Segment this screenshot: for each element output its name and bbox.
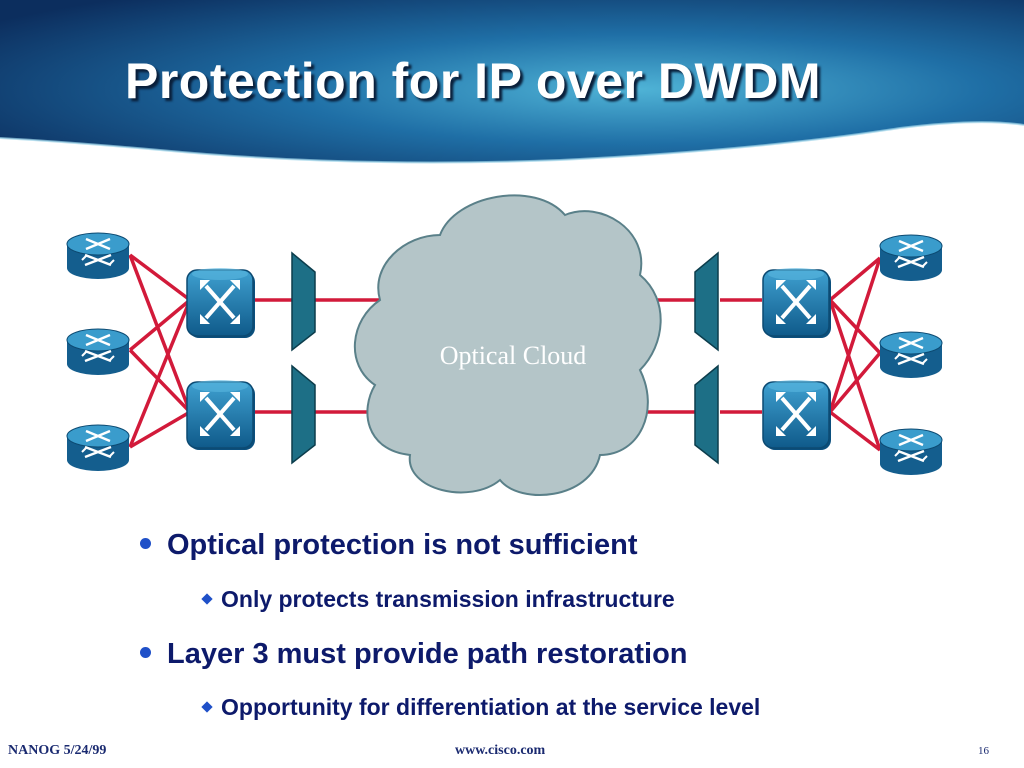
router-icon xyxy=(65,231,131,281)
optical-mux-icon xyxy=(291,251,316,352)
footer-event: NANOG 5/24/99 xyxy=(8,743,107,758)
router-icon xyxy=(878,233,944,283)
router-icon xyxy=(65,327,131,377)
cloud-label: Optical Cloud xyxy=(440,341,587,370)
switch-icon xyxy=(761,266,833,340)
bullet-dot-icon xyxy=(140,537,151,549)
sub-bullet-text: Opportunity for differentiation at the s… xyxy=(221,694,761,720)
bullet-dot-icon xyxy=(140,646,151,658)
optical-mux-icon xyxy=(694,364,719,465)
bullet-text: Layer 3 must provide path restoration xyxy=(167,638,688,670)
bullet-item: Optical protection is not sufficient xyxy=(140,529,637,562)
slide-title: Protection for IP over DWDM xyxy=(125,53,821,109)
optical-mux-icon xyxy=(694,251,719,352)
optical-mux-icon xyxy=(291,364,316,465)
sub-bullet-item: Opportunity for differentiation at the s… xyxy=(201,694,761,721)
sub-bullet-item: Only protects transmission infrastructur… xyxy=(201,586,675,613)
diamond-bullet-icon xyxy=(201,701,213,713)
diamond-bullet-icon xyxy=(201,593,213,605)
sub-bullet-text: Only protects transmission infrastructur… xyxy=(221,586,675,612)
router-icon xyxy=(878,330,944,380)
switch-icon xyxy=(761,378,833,452)
router-icon xyxy=(65,423,131,473)
page-number: 16 xyxy=(978,745,989,757)
bullet-item: Layer 3 must provide path restoration xyxy=(140,638,688,671)
footer-url[interactable]: www.cisco.com xyxy=(455,743,546,758)
network-diagram: Optical Cloud xyxy=(65,194,944,496)
header-banner xyxy=(0,0,1024,164)
switch-icon xyxy=(185,266,257,340)
optical-cloud-icon xyxy=(353,194,662,496)
switch-icon xyxy=(185,378,257,452)
router-icon xyxy=(878,427,944,477)
bullet-text: Optical protection is not sufficient xyxy=(167,529,638,561)
